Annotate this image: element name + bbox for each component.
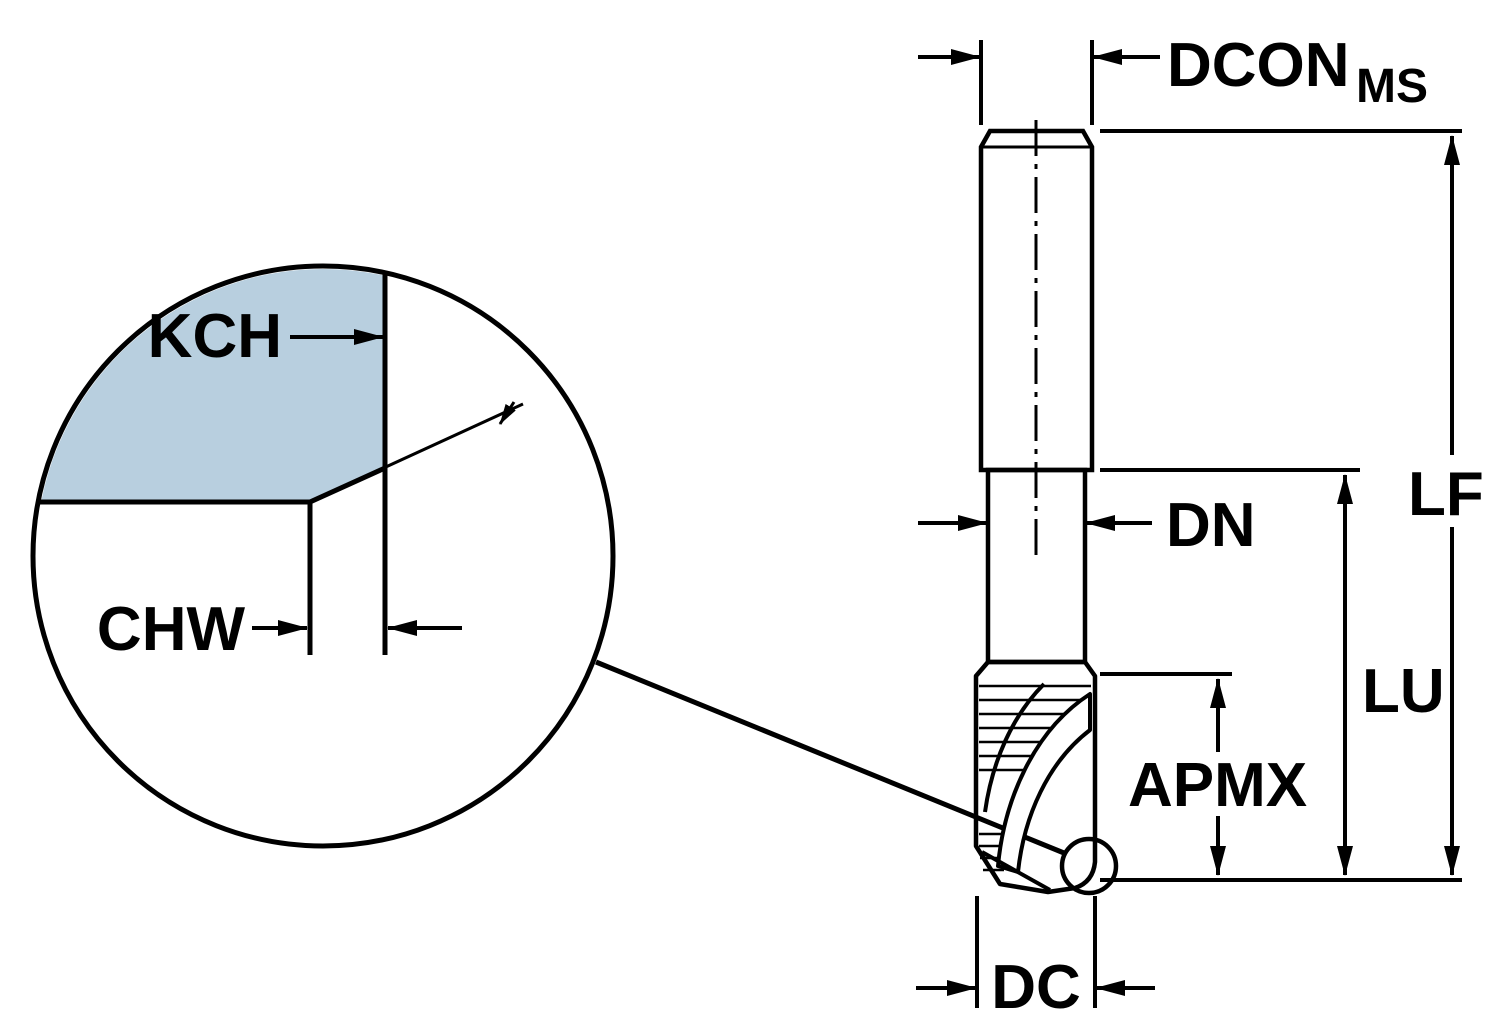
detail-connector-line — [595, 659, 1065, 856]
tool-drawing — [973, 120, 1119, 896]
chamfer-region — [36, 269, 385, 502]
chw-label: CHW — [97, 595, 246, 664]
detail-marker-circle — [1059, 836, 1119, 896]
lf-label: LF — [1408, 460, 1484, 529]
dimensions: DCON MS LF DN LU APMX DC — [916, 31, 1490, 1022]
chamfer-extension-line — [315, 402, 524, 501]
dc-label: DC — [991, 953, 1081, 1022]
apmx-label: APMX — [1128, 751, 1307, 820]
dn-label: DN — [1166, 491, 1256, 560]
dcon-subscript: MS — [1356, 60, 1428, 113]
tool-shank — [978, 128, 1095, 473]
flute-spiral-line — [983, 682, 1046, 813]
apmx-label-bg — [1122, 752, 1312, 816]
dcon-label: DCON — [1167, 31, 1350, 100]
lf-label-bg — [1400, 455, 1490, 527]
flute-gash — [996, 692, 1092, 874]
kch-label: KCH — [148, 302, 282, 371]
chamfer-angle-arrow — [498, 401, 516, 425]
detail-view: KCH CHW — [30, 263, 616, 849]
tool-flutes — [973, 659, 1098, 895]
lu-label: LU — [1362, 657, 1445, 726]
tool-neck — [985, 467, 1088, 665]
cutting-lip-line — [981, 850, 1051, 892]
detail-circle — [30, 263, 616, 849]
